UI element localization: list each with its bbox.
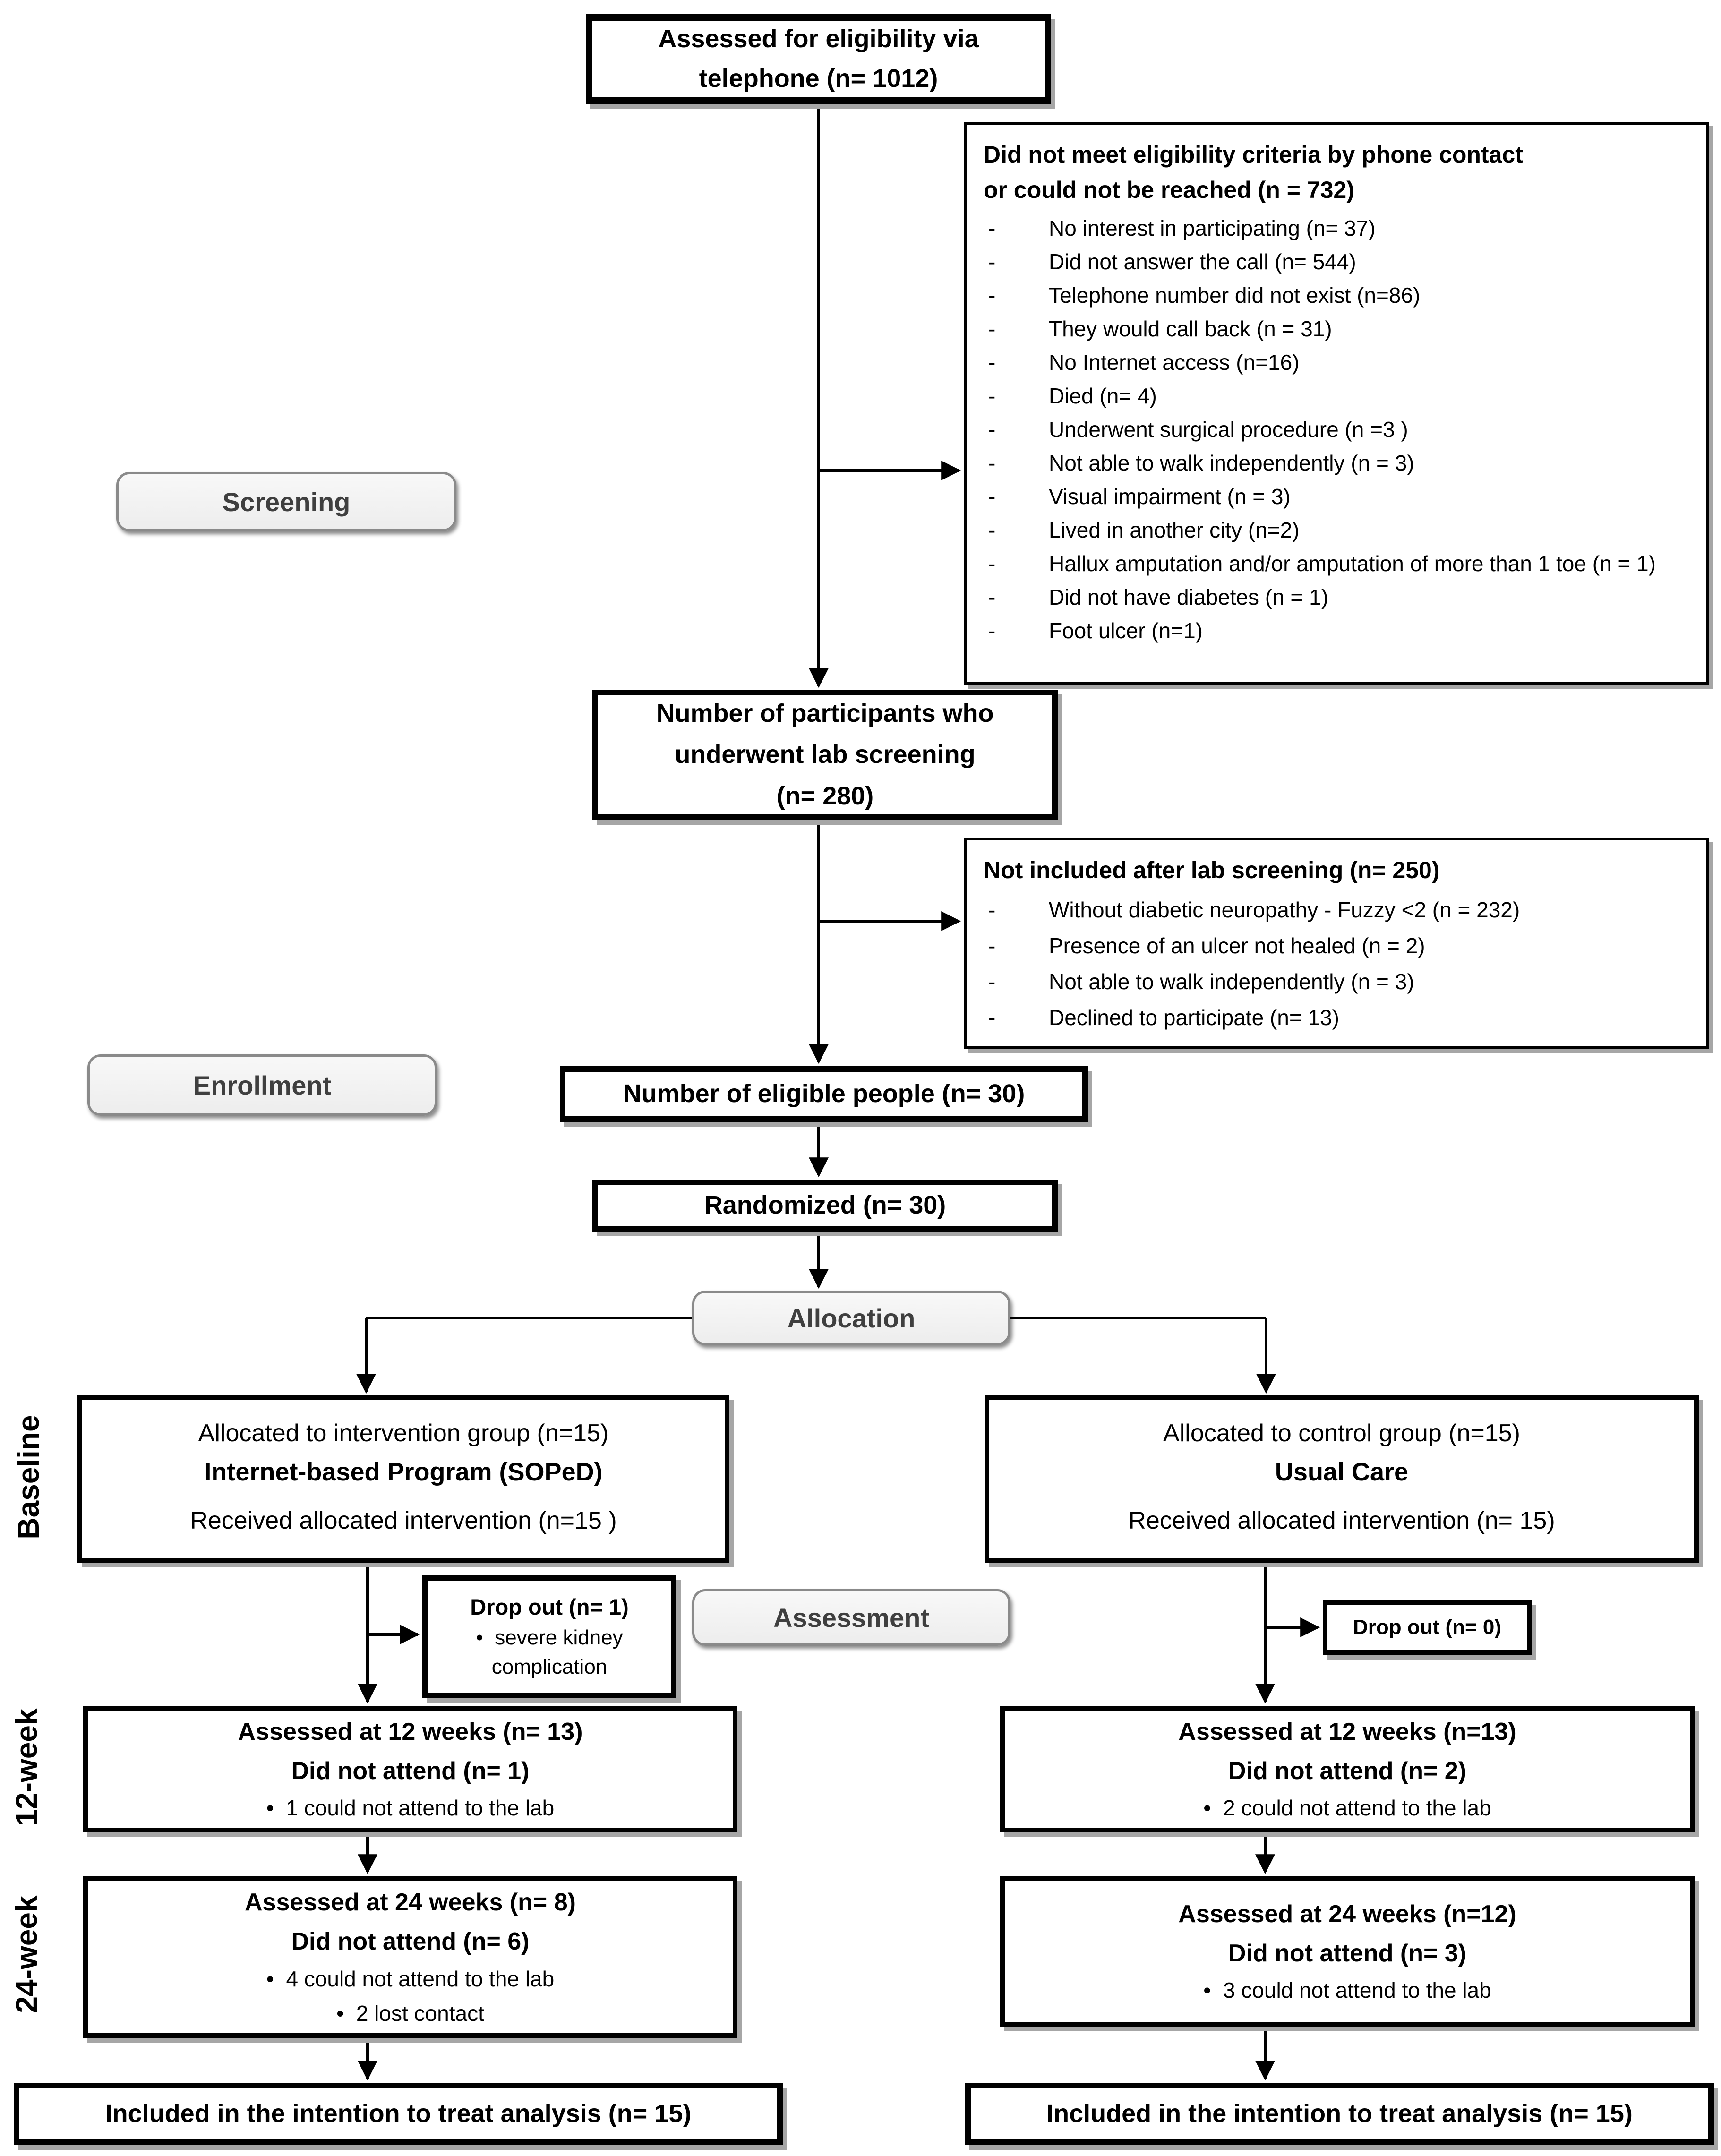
control-itt-box: Included in the intention to treat analy… [965, 2083, 1714, 2145]
phone-exclusions-title-line2: or could not be reached (n = 732) [984, 177, 1354, 203]
phone-exclusion-item: Not able to walk independently (n = 3) [984, 446, 1692, 480]
stage-label-assessment: Assessment [692, 1589, 1010, 1646]
eligibility-line1: Assessed for eligibility via [658, 25, 979, 53]
side-label-baseline: Baseline [11, 1383, 46, 1572]
eligible-people-text: Number of eligible people (n= 30) [623, 1079, 1025, 1108]
lab-exclusions-list: Without diabetic neuropathy - Fuzzy <2 (… [984, 892, 1692, 1035]
lab-screening-box: Number of participants who underwent lab… [592, 690, 1058, 820]
eligibility-assessed-box: Assessed for eligibility via telephone (… [586, 14, 1051, 104]
control-12-week-box: Assessed at 12 weeks (n=13) Did not atte… [1000, 1706, 1695, 1832]
lab-screening-line1: Number of participants who [656, 699, 994, 727]
phone-exclusion-item: Hallux amputation and/or amputation of m… [984, 547, 1692, 581]
stage-label-screening-text: Screening [222, 487, 351, 517]
lab-exclusion-item: Not able to walk independently (n = 3) [984, 964, 1692, 1000]
randomized-text: Randomized (n= 30) [704, 1191, 946, 1220]
intervention-dropout-reason: severe kidney complication [464, 1623, 634, 1682]
lab-screening-line3: (n= 280) [776, 781, 874, 810]
intervention-24wk-reason2: 2 lost contact [336, 1996, 484, 2031]
control-12wk-line1: Assessed at 12 weeks (n=13) [1178, 1718, 1516, 1746]
eligibility-line2: telephone (n= 1012) [699, 64, 938, 93]
phone-exclusion-item: No interest in participating (n= 37) [984, 212, 1692, 245]
intervention-12wk-line1: Assessed at 12 weeks (n= 13) [238, 1718, 583, 1746]
side-label-24-week: 24-week [9, 1860, 44, 2049]
phone-exclusion-item: Visual impairment (n = 3) [984, 480, 1692, 513]
lab-exclusions-title: Not included after lab screening (n= 250… [984, 857, 1440, 883]
lab-exclusions-box: Not included after lab screening (n= 250… [964, 838, 1709, 1049]
intervention-program-text: Internet-based Program (SOPeD) [204, 1457, 603, 1486]
phone-exclusion-item: Foot ulcer (n=1) [984, 614, 1692, 648]
intervention-allocation-box: Allocated to intervention group (n=15) I… [77, 1395, 729, 1563]
control-dropout-title: Drop out (n= 0) [1353, 1615, 1502, 1639]
intervention-allocated-text: Allocated to intervention group (n=15) [198, 1420, 609, 1447]
side-label-24-week-text: 24-week [9, 1895, 43, 2013]
control-12wk-line2: Did not attend (n= 2) [1228, 1757, 1467, 1785]
phone-exclusion-item: Lived in another city (n=2) [984, 513, 1692, 547]
side-label-12-week-text: 12-week [9, 1708, 43, 1826]
phone-exclusion-item: Died (n= 4) [984, 379, 1692, 413]
phone-exclusions-box: Did not meet eligibility criteria by pho… [964, 122, 1709, 685]
lab-exclusion-item: Declined to participate (n= 13) [984, 1000, 1692, 1035]
lab-exclusion-item: Presence of an ulcer not healed (n = 2) [984, 928, 1692, 964]
control-program-text: Usual Care [1275, 1457, 1409, 1486]
phone-exclusion-item: Telephone number did not exist (n=86) [984, 279, 1692, 312]
control-allocated-text: Allocated to control group (n=15) [1163, 1420, 1520, 1447]
phone-exclusion-item: Did not answer the call (n= 544) [984, 245, 1692, 279]
intervention-24wk-line1: Assessed at 24 weeks (n= 8) [245, 1889, 576, 1916]
eligible-people-box: Number of eligible people (n= 30) [560, 1066, 1088, 1122]
control-24-week-box: Assessed at 24 weeks (n=12) Did not atte… [1000, 1876, 1695, 2027]
intervention-dropout-title: Drop out (n= 1) [470, 1594, 629, 1620]
stage-label-enrollment-text: Enrollment [193, 1070, 332, 1100]
side-label-12-week: 12-week [9, 1673, 44, 1862]
phone-exclusions-title-line1: Did not meet eligibility criteria by pho… [984, 141, 1523, 168]
phone-exclusion-item: No Internet access (n=16) [984, 346, 1692, 379]
intervention-24wk-reason1: 4 could not attend to the lab [266, 1962, 554, 1997]
control-received-text: Received allocated intervention (n= 15) [1128, 1507, 1555, 1535]
stage-label-assessment-text: Assessment [773, 1602, 929, 1633]
intervention-12wk-reason: 1 could not attend to the lab [266, 1791, 554, 1826]
intervention-12-week-box: Assessed at 12 weeks (n= 13) Did not att… [83, 1706, 737, 1832]
stage-label-screening: Screening [116, 472, 456, 531]
control-12wk-reason: 2 could not attend to the lab [1203, 1791, 1491, 1826]
control-24wk-reason: 3 could not attend to the lab [1203, 1973, 1491, 2008]
control-24wk-line1: Assessed at 24 weeks (n=12) [1178, 1900, 1516, 1928]
stage-label-allocation: Allocation [692, 1291, 1010, 1345]
phone-exclusion-item: Underwent surgical procedure (n =3 ) [984, 413, 1692, 446]
stage-label-enrollment: Enrollment [87, 1054, 437, 1116]
intervention-24-week-box: Assessed at 24 weeks (n= 8) Did not atte… [83, 1876, 737, 2038]
intervention-24wk-line2: Did not attend (n= 6) [291, 1928, 530, 1956]
intervention-12wk-line2: Did not attend (n= 1) [291, 1757, 530, 1785]
phone-exclusion-item: Did not have diabetes (n = 1) [984, 581, 1692, 614]
control-itt-text: Included in the intention to treat analy… [1046, 2099, 1633, 2128]
control-24wk-line2: Did not attend (n= 3) [1228, 1940, 1467, 1968]
control-dropout-box: Drop out (n= 0) [1323, 1600, 1532, 1655]
stage-label-allocation-text: Allocation [787, 1303, 916, 1333]
phone-exclusions-list: No interest in participating (n= 37) Did… [984, 212, 1692, 648]
intervention-itt-box: Included in the intention to treat analy… [14, 2083, 783, 2145]
control-allocation-box: Allocated to control group (n=15) Usual … [985, 1395, 1699, 1563]
randomized-box: Randomized (n= 30) [592, 1180, 1058, 1232]
lab-screening-line2: underwent lab screening [675, 740, 976, 769]
lab-exclusion-item: Without diabetic neuropathy - Fuzzy <2 (… [984, 892, 1692, 928]
intervention-received-text: Received allocated intervention (n=15 ) [190, 1507, 617, 1535]
intervention-dropout-box: Drop out (n= 1) severe kidney complicati… [422, 1575, 676, 1698]
intervention-itt-text: Included in the intention to treat analy… [105, 2099, 692, 2128]
phone-exclusion-item: They would call back (n = 31) [984, 312, 1692, 346]
side-label-baseline-text: Baseline [11, 1415, 45, 1540]
